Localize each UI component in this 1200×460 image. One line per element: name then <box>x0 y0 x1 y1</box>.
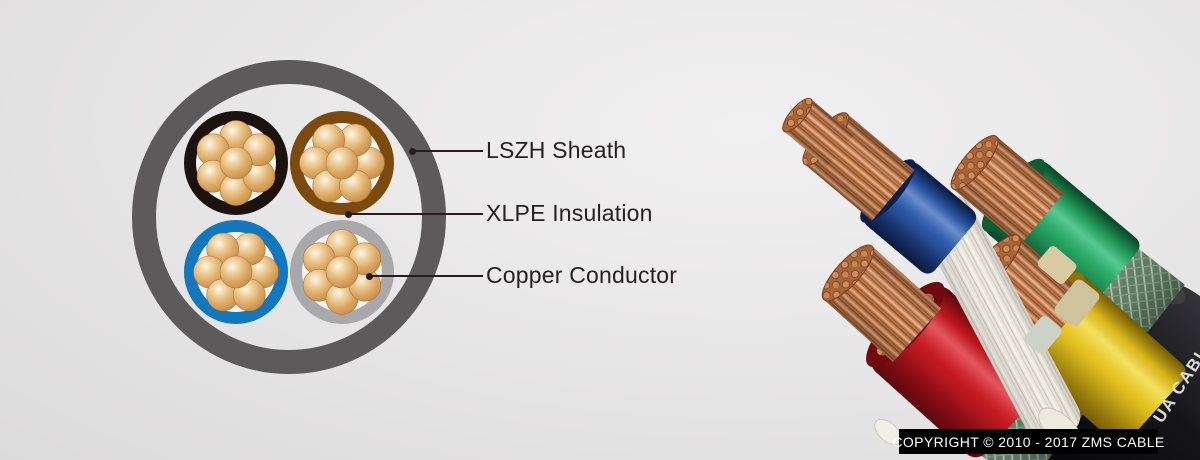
cable-3d-photo: UA CABLE <box>782 97 1200 460</box>
core-brown <box>290 111 394 215</box>
red-core <box>821 244 1045 458</box>
green-core <box>950 135 1140 311</box>
core-gray <box>290 220 394 324</box>
copyright-bar: COPYRIGHT © 2010 - 2017 ZMS CABLE <box>892 429 1164 454</box>
lszh-sheath-ring <box>132 60 446 374</box>
core-black <box>184 111 288 215</box>
cable-cross-section <box>132 60 446 374</box>
blue-core <box>782 97 977 274</box>
tape-scraps <box>874 246 1100 449</box>
filler-strands <box>919 195 1081 444</box>
core-blue <box>184 220 288 324</box>
copyright-text: COPYRIGHT © 2010 - 2017 ZMS CABLE <box>892 433 1165 450</box>
